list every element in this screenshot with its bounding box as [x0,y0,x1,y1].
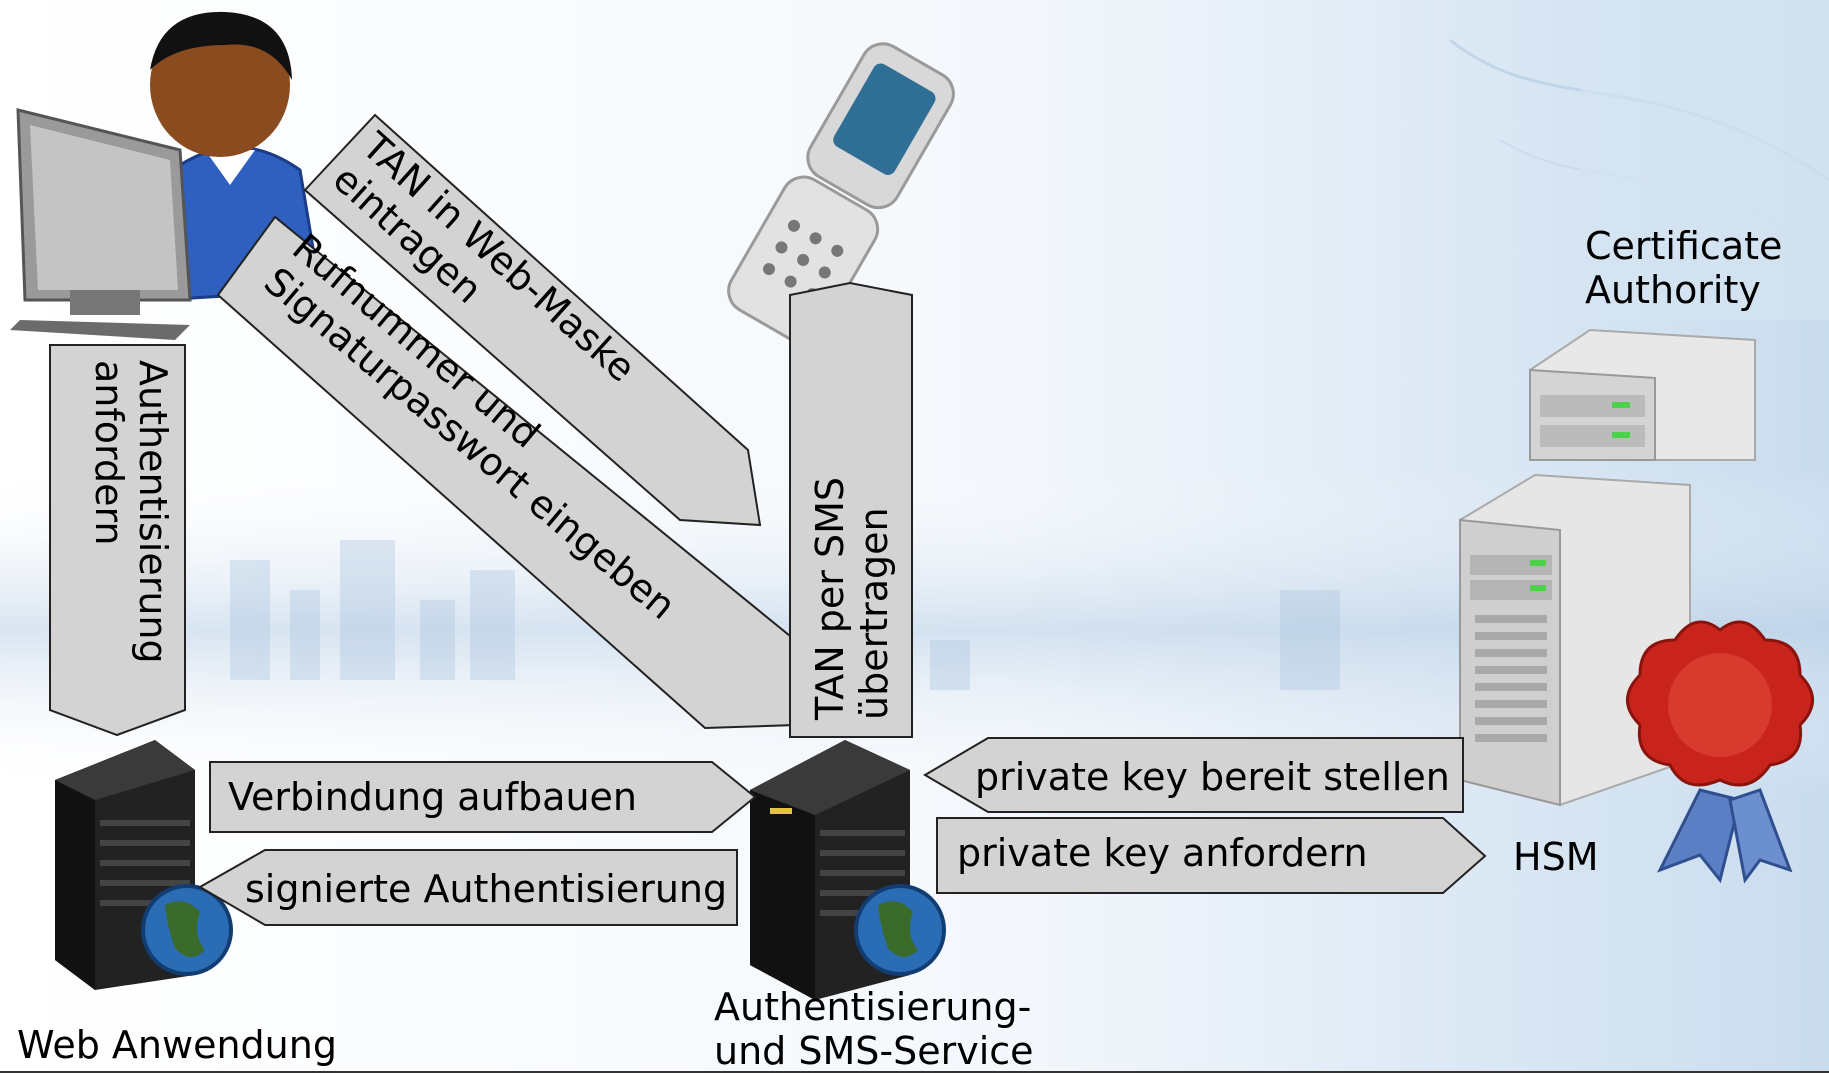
bottom-divider [0,1071,1829,1073]
label-certificate-authority: Certificate Authority [1585,224,1782,312]
arrow-signed-auth-label: signierte Authentisierung [245,867,727,911]
label-auth-service-line2: und SMS-Service [714,1029,1034,1073]
label-web-app: Web Anwendung [17,1023,337,1067]
arrow-auth-request-line1: Authentisierung [131,360,175,664]
label-ca-line2: Authority [1585,268,1761,312]
label-ca-line1: Certificate [1585,224,1783,268]
label-auth-service: Authentisierung- und SMS-Service [714,985,1034,1073]
label-auth-service-line1: Authentisierung- [714,985,1032,1029]
arrow-auth-request-line2: anfordern [87,360,131,546]
arrow-tan-sms-line2: übertragen [852,507,896,720]
arrow-pk-request-label: private key anfordern [957,831,1368,875]
arrow-connect-label: Verbindung aufbauen [228,775,637,819]
arrow-tan-sms-line1: TAN per SMS [808,477,852,721]
arrow-pk-provide-label: private key bereit stellen [975,755,1450,799]
label-hsm: HSM [1513,835,1599,879]
